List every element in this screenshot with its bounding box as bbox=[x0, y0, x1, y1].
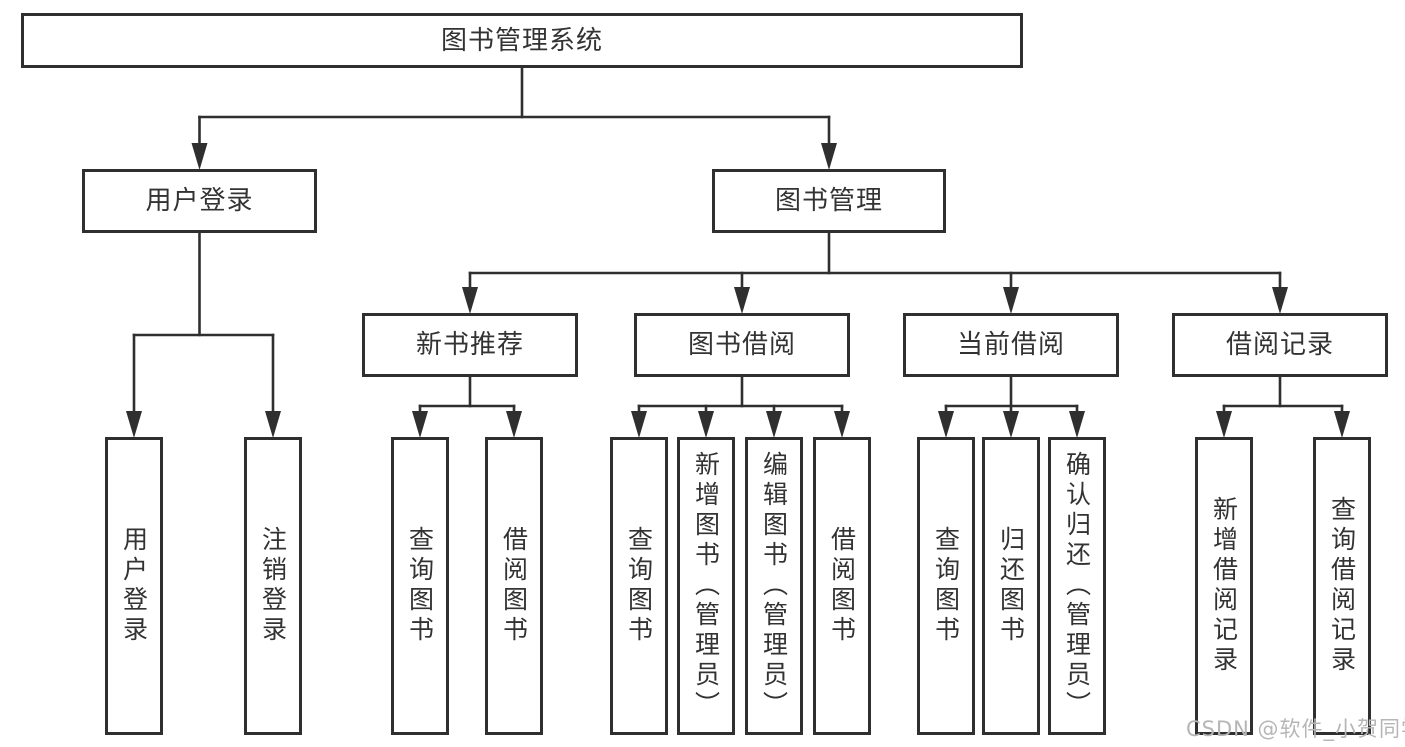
arrowhead-icon bbox=[734, 287, 750, 314]
diagram-node-current-confirm: 确认归还（管理员） bbox=[1048, 437, 1106, 735]
arrowhead-icon bbox=[821, 143, 837, 170]
diagram-node-newbook-query: 查询图书 bbox=[391, 437, 449, 735]
node-label: 确认归还（管理员） bbox=[1062, 451, 1092, 721]
node-label: 编辑图书（管理员） bbox=[759, 451, 789, 721]
diagram-node-records: 借阅记录 bbox=[1172, 313, 1388, 377]
arrowhead-icon bbox=[834, 411, 850, 438]
arrowhead-icon bbox=[698, 411, 714, 438]
arrowhead-icon bbox=[1272, 287, 1288, 314]
diagram-node-records-query: 查询借阅记录 bbox=[1313, 437, 1371, 735]
node-label: 查询图书 bbox=[624, 526, 654, 646]
node-label: 图书借阅 bbox=[687, 330, 796, 360]
diagram-node-borrow: 图书借阅 bbox=[634, 313, 850, 377]
diagram-node-current-return: 归还图书 bbox=[982, 437, 1040, 735]
arrowhead-icon bbox=[506, 411, 522, 438]
node-label: 查询借阅记录 bbox=[1327, 496, 1357, 676]
diagram-node-login-user: 用户登录 bbox=[105, 437, 163, 735]
arrowhead-icon bbox=[191, 143, 208, 170]
diagram-node-current-query: 查询图书 bbox=[917, 437, 975, 735]
node-label: 图书管理 bbox=[774, 186, 883, 216]
node-label: 借阅记录 bbox=[1225, 330, 1334, 360]
arrowhead-icon bbox=[412, 411, 428, 438]
arrowhead-icon bbox=[1069, 411, 1085, 438]
node-label: 查询图书 bbox=[931, 526, 961, 646]
node-label: 借阅图书 bbox=[499, 526, 529, 646]
node-label: 新增借阅记录 bbox=[1209, 496, 1239, 676]
node-label: 用户登录 bbox=[119, 526, 149, 646]
diagram-node-borrow-add: 新增图书（管理员） bbox=[677, 437, 735, 735]
diagram-node-borrow-query: 查询图书 bbox=[610, 437, 668, 735]
node-label: 归还图书 bbox=[996, 526, 1026, 646]
node-label: 借阅图书 bbox=[827, 526, 857, 646]
arrowhead-icon bbox=[126, 411, 142, 438]
diagram-node-login: 用户登录 bbox=[82, 169, 317, 233]
diagram-node-newbook: 新书推荐 bbox=[362, 313, 578, 377]
diagram-node-borrow-borrow: 借阅图书 bbox=[813, 437, 871, 735]
arrowhead-icon bbox=[462, 287, 478, 314]
node-label: 新书推荐 bbox=[415, 330, 524, 360]
node-label: 注销登录 bbox=[258, 526, 288, 646]
arrowhead-icon bbox=[265, 411, 281, 438]
arrowhead-icon bbox=[1334, 411, 1350, 438]
arrowhead-icon bbox=[766, 411, 782, 438]
arrowhead-icon bbox=[938, 411, 954, 438]
diagram-node-borrow-edit: 编辑图书（管理员） bbox=[745, 437, 803, 735]
node-label: 图书管理系统 bbox=[440, 25, 603, 56]
arrowhead-icon bbox=[1003, 287, 1019, 314]
node-label: 新增图书（管理员） bbox=[691, 451, 721, 721]
arrowhead-icon bbox=[631, 411, 647, 438]
diagram-node-mgmt: 图书管理 bbox=[712, 169, 946, 233]
node-label: 查询图书 bbox=[405, 526, 435, 646]
arrowhead-icon bbox=[1216, 411, 1232, 438]
node-label: 用户登录 bbox=[145, 186, 254, 216]
diagram-node-newbook-borrow: 借阅图书 bbox=[485, 437, 543, 735]
node-label: 当前借阅 bbox=[956, 330, 1065, 360]
diagram-node-root: 图书管理系统 bbox=[21, 13, 1023, 68]
arrowhead-icon bbox=[1003, 411, 1019, 438]
diagram-node-current: 当前借阅 bbox=[903, 313, 1119, 377]
diagram-node-login-logout: 注销登录 bbox=[244, 437, 302, 735]
diagram-node-records-add: 新增借阅记录 bbox=[1195, 437, 1253, 735]
